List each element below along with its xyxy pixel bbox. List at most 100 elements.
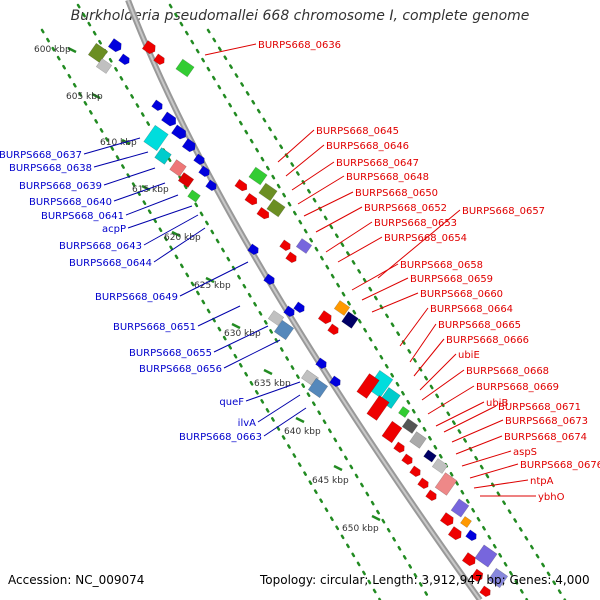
gene-feature <box>193 153 205 165</box>
kbp-tick-mark <box>333 464 343 472</box>
right-leader-line <box>473 479 529 489</box>
left-leader-line <box>113 182 166 202</box>
right-gene-label: BURPS668_0676 <box>520 460 600 471</box>
gene-features <box>87 38 509 597</box>
right-gene-label: BURPS668_0646 <box>326 141 409 152</box>
left-gene-label: queF <box>219 397 244 408</box>
gene-feature <box>248 166 268 186</box>
right-leader-line <box>285 144 325 177</box>
gene-feature <box>247 243 259 255</box>
gene-block <box>266 198 286 218</box>
backbone-arc <box>125 0 483 600</box>
right-gene-label: BURPS668_0674 <box>504 432 587 443</box>
gene-feature <box>181 138 196 153</box>
gene-block <box>177 172 195 188</box>
right-leader-line <box>399 307 429 347</box>
gene-block <box>258 182 278 202</box>
gene-arrow <box>107 38 122 53</box>
gene-arrow <box>409 465 421 477</box>
left-gene-label: BURPS668_0651 <box>113 322 196 333</box>
kbp-tick-mark <box>91 92 101 100</box>
gene-feature <box>447 526 462 541</box>
left-leader-line <box>179 261 249 297</box>
gene-arrow <box>244 192 258 206</box>
gene-block <box>434 472 458 496</box>
right-leader-line <box>451 419 504 443</box>
left-gene-label: BURPS668_0649 <box>95 292 178 303</box>
gene-feature <box>479 585 491 597</box>
right-gene-label: BURPS668_0652 <box>364 203 447 214</box>
kbp-tick-label: 620 kbp <box>164 233 201 243</box>
gene-feature <box>356 373 380 399</box>
gene-feature <box>266 198 286 218</box>
gene-arrow <box>118 53 130 65</box>
right-leader-line <box>419 353 457 391</box>
right-leader-line <box>204 43 257 56</box>
gene-arrow <box>279 239 291 251</box>
gene-feature <box>460 516 472 528</box>
gene-arrow <box>470 568 484 582</box>
gene-feature <box>283 305 295 317</box>
gene-feature <box>87 42 109 64</box>
left-gene-label: BURPS668_0637 <box>0 150 82 161</box>
gene-arrow <box>153 53 165 65</box>
gene-arrow <box>315 357 327 369</box>
gene-feature <box>256 206 270 220</box>
gene-feature <box>258 182 278 202</box>
right-gene-label: BURPS668_0657 <box>462 206 545 217</box>
gene-feature <box>153 53 165 65</box>
strand-guide-line <box>168 3 529 600</box>
kbp-tick-label: 625 kbp <box>194 281 231 291</box>
right-gene-label: ubiE <box>458 350 480 361</box>
right-gene-label: BURPS668_0665 <box>438 320 521 331</box>
kbp-tick-mark <box>371 514 381 522</box>
kbp-tick-label: 615 kbp <box>132 185 169 195</box>
right-leader-line <box>337 236 383 263</box>
gene-feature <box>423 449 437 463</box>
gene-arrow <box>461 552 476 567</box>
right-leader-line <box>277 129 315 163</box>
gene-block <box>450 498 470 518</box>
gene-labels: BURPS668_0637BURPS668_0638BURPS668_0639B… <box>0 40 600 503</box>
gene-feature <box>450 498 470 518</box>
gene-feature <box>143 124 169 152</box>
right-leader-line <box>315 206 363 233</box>
right-gene-label: BURPS668_0664 <box>430 304 513 315</box>
gene-feature <box>285 251 297 263</box>
gene-arrow <box>439 512 454 527</box>
gene-arrow <box>141 40 156 55</box>
right-gene-label: BURPS668_0659 <box>410 274 493 285</box>
left-gene-label: acpP <box>102 224 126 235</box>
gene-feature <box>205 179 217 191</box>
left-gene-label: BURPS668_0638 <box>9 163 92 174</box>
gene-block <box>431 458 449 474</box>
gene-feature <box>366 395 390 421</box>
gene-feature <box>341 311 359 329</box>
left-leader-line <box>125 194 179 216</box>
gene-arrow <box>479 585 491 597</box>
gene-feature <box>151 99 163 111</box>
gene-feature <box>267 310 285 326</box>
right-leader-line <box>427 385 475 415</box>
right-gene-label: BURPS668_0647 <box>336 158 419 169</box>
gene-feature <box>425 489 437 501</box>
left-gene-label: BURPS668_0663 <box>179 432 262 443</box>
gene-feature <box>470 568 484 582</box>
gene-arrow <box>161 111 176 127</box>
gene-arrow <box>234 178 248 192</box>
gene-feature <box>279 239 291 251</box>
gene-block <box>295 238 313 254</box>
gene-block <box>95 58 113 74</box>
gene-feature <box>141 40 156 55</box>
gene-feature <box>461 552 476 567</box>
gene-arrow <box>329 375 341 387</box>
left-gene-label: BURPS668_0641 <box>41 211 124 222</box>
gene-feature <box>118 53 130 65</box>
tick-dotted-guides <box>40 3 567 600</box>
accession-text: Accession: NC_009074 <box>8 573 145 587</box>
gene-arrow <box>151 99 163 111</box>
label-leader-lines <box>83 43 536 497</box>
gene-block <box>356 373 380 399</box>
